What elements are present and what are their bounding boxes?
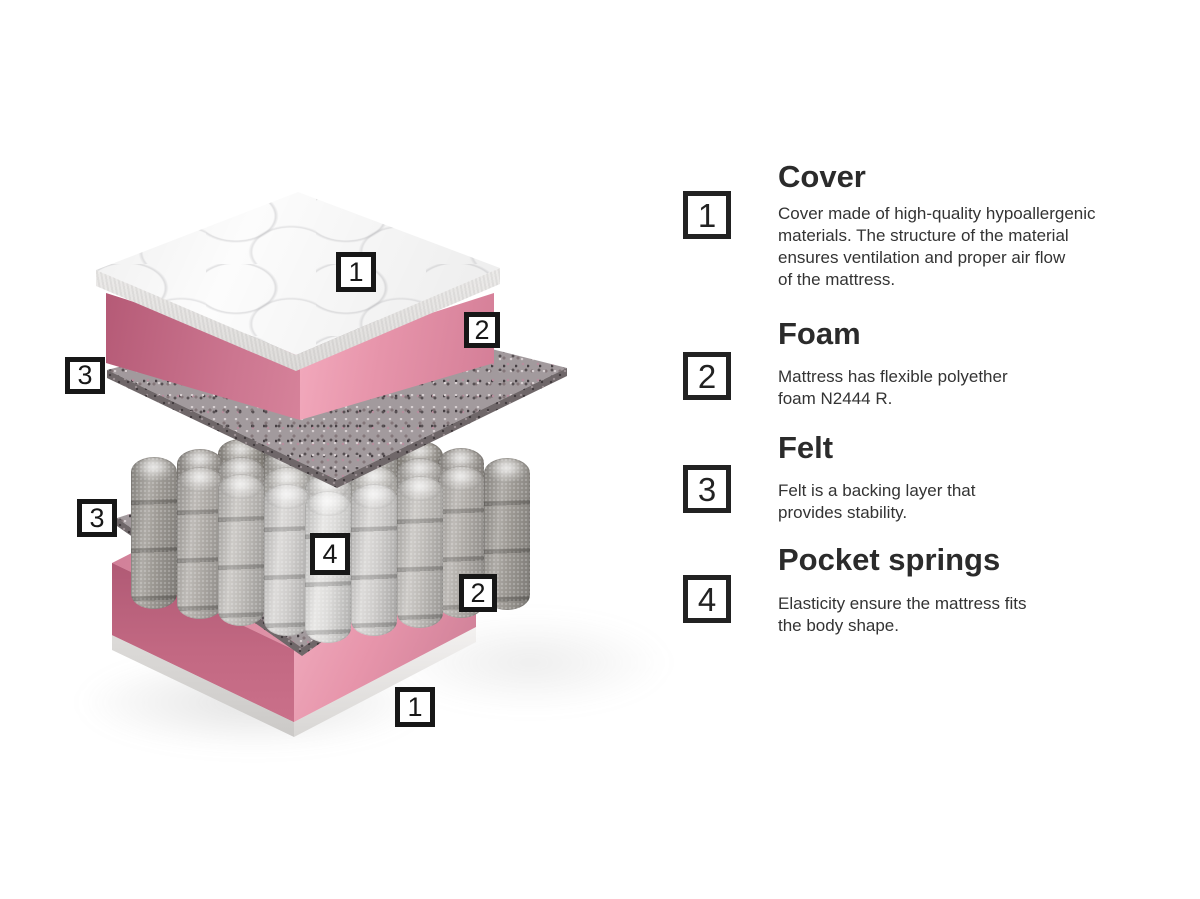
diagram-label-foam-bottom: 2 <box>459 574 497 612</box>
diagram-label-pocket-springs: 4 <box>310 533 350 575</box>
diagram-label-felt-bottom: 3 <box>77 499 117 537</box>
mattress-exploded-diagram: 1 2 3 3 4 2 1 <box>65 192 670 750</box>
diagram-label-cover-top: 1 <box>336 252 376 292</box>
pocket-spring <box>264 484 310 637</box>
pocket-spring <box>351 483 397 636</box>
pocket-spring <box>218 474 264 627</box>
legend-title-pocket-springs: Pocket springs <box>778 542 1001 577</box>
legend-description-foam: Mattress has flexible polyether foam N24… <box>778 367 1008 408</box>
diagram-label-cover-bottom: 1 <box>395 687 435 727</box>
diagram-label-foam-top: 2 <box>464 312 500 348</box>
diagram-label-felt-top: 3 <box>65 357 105 394</box>
pocket-spring <box>131 457 177 610</box>
pocket-spring <box>177 467 223 619</box>
legend-description-pocket-springs: Elasticity ensure the mattress fits the … <box>778 594 1027 635</box>
legend-number-cover: 1 <box>683 191 731 239</box>
pocket-springs-block <box>131 421 530 644</box>
legend-title-foam: Foam <box>778 316 861 351</box>
legend-title-cover: Cover <box>778 159 866 194</box>
legend-number-foam: 2 <box>683 352 731 400</box>
legend-description-cover: Cover made of high-quality hypoallergeni… <box>778 204 1096 289</box>
legend-title-felt: Felt <box>778 430 834 465</box>
pocket-spring <box>397 475 443 628</box>
legend-number-felt: 3 <box>683 465 731 513</box>
legend-number-pocket-springs: 4 <box>683 575 731 623</box>
legend-description-felt: Felt is a backing layer that provides st… <box>778 481 976 522</box>
